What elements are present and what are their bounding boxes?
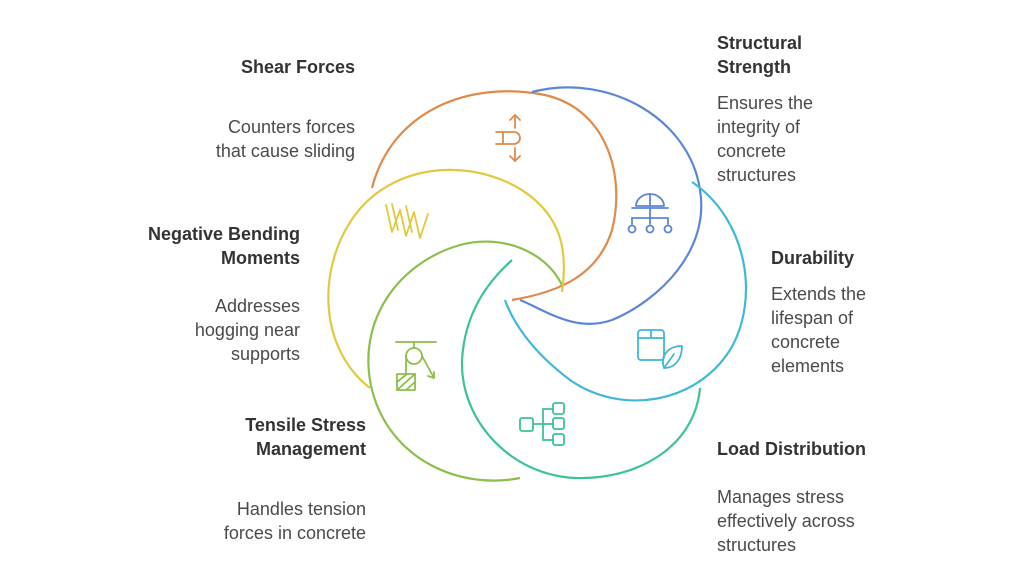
item-description: Extends the lifespan of concrete element… [771,284,867,376]
item-description: Addresses hogging near supports [194,296,300,364]
distribution-tree-icon [519,402,565,446]
spring-coil-icon [385,203,429,239]
item-durability: Durability [771,246,991,270]
item-description: Manages stress effectively across struct… [717,487,855,555]
item-title: Shear Forces [240,57,355,77]
pulley-weight-icon [395,341,437,391]
item-tensile: Tensile Stress Management [140,413,366,461]
petal-negative [327,168,565,389]
petal-tensile [367,240,563,482]
item-title: Tensile Stress Management [245,415,366,459]
item-load-description: Manages stress effectively across struct… [717,485,977,557]
item-title: Negative Bending Moments [147,224,300,268]
item-structural: Structural Strength [717,31,937,79]
petal-structural [519,86,703,325]
item-negative-description: Addresses hogging near supports [80,294,300,366]
item-load: Load Distribution [717,437,977,461]
item-title: Durability [771,248,855,268]
petal-load [460,259,702,480]
item-tensile-description: Handles tension forces in concrete [140,497,366,545]
item-description: Counters forces that cause sliding [215,117,355,161]
item-structural-description: Ensures the integrity of concrete struct… [717,91,937,187]
item-title: Load Distribution [717,439,866,459]
petal-durability [503,181,748,402]
item-negative: Negative Bending Moments [80,222,300,270]
item-description: Handles tension forces in concrete [223,499,366,543]
hard-hat-network-icon [627,193,673,234]
petal-shear [370,90,618,302]
item-description: Ensures the integrity of concrete struct… [717,93,814,185]
item-shear-description: Counters forces that cause sliding [150,115,355,163]
item-durability-description: Extends the lifespan of concrete element… [771,282,991,378]
item-shear: Shear Forces [170,55,355,79]
shear-force-icon [495,114,521,162]
box-leaf-icon [637,329,683,369]
item-title: Structural Strength [717,33,803,77]
